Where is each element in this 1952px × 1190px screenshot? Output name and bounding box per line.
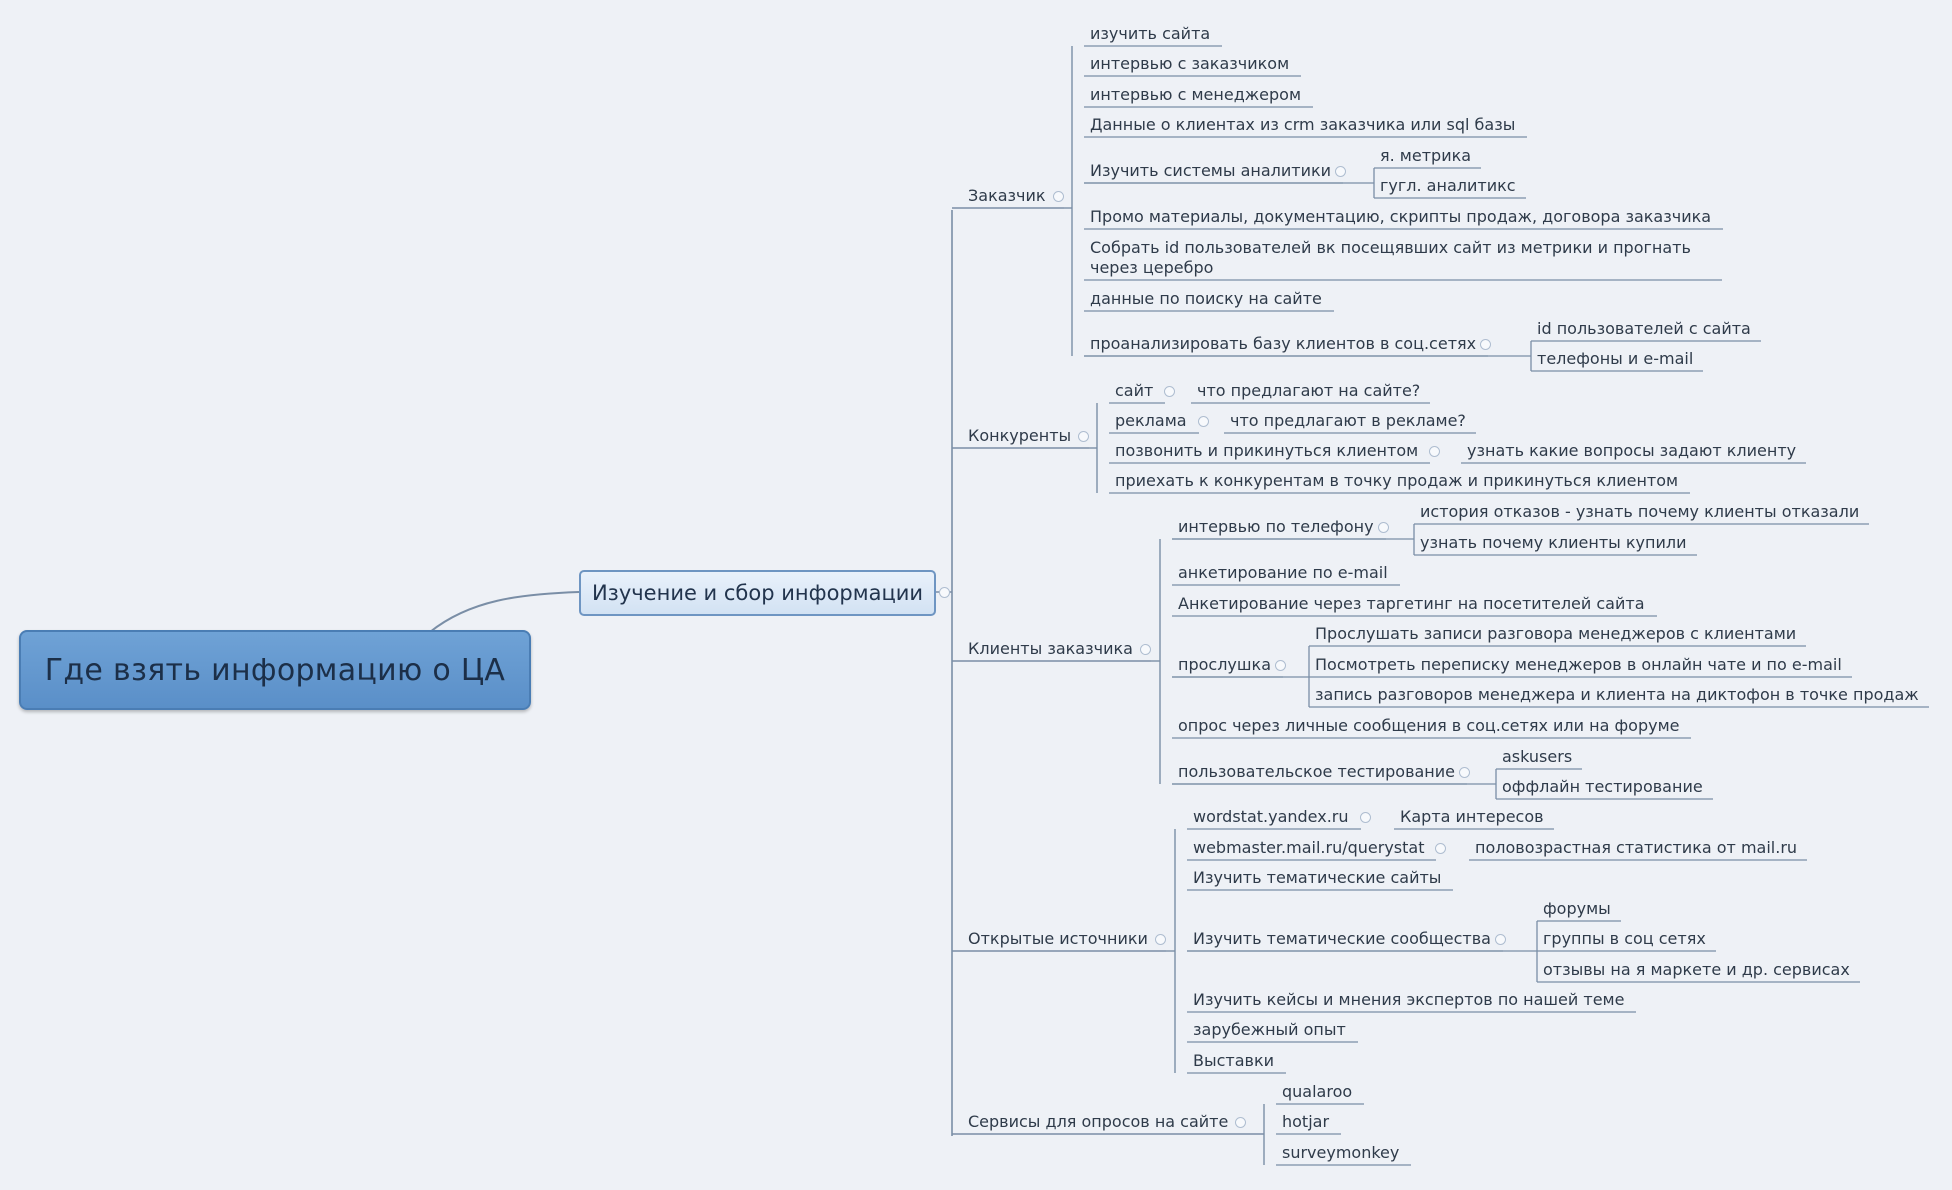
topic-thematic-sites[interactable]: Изучить тематические сайты — [1193, 868, 1442, 887]
collapse-toggle-icon[interactable] — [1429, 446, 1440, 457]
topic-webmaster-mail[interactable]: webmaster.mail.ru/querystat — [1193, 838, 1425, 857]
collapse-toggle-icon[interactable] — [1360, 812, 1371, 823]
branch-klienty[interactable]: Клиенты заказчика — [968, 639, 1133, 658]
topic-view-chat[interactable]: Посмотреть переписку менеджеров в онлайн… — [1315, 655, 1842, 674]
topic-hotjar[interactable]: hotjar — [1282, 1112, 1330, 1131]
topic-qualaroo[interactable]: qualaroo — [1282, 1082, 1353, 1101]
branch-zakazchik[interactable]: Заказчик — [968, 186, 1046, 205]
topic-forums[interactable]: форумы — [1543, 899, 1611, 918]
central-link — [429, 591, 580, 633]
topic-promo-materials[interactable]: Промо материалы, документацию, скрипты п… — [1090, 207, 1712, 226]
collapse-toggle-icon[interactable] — [1480, 339, 1491, 350]
topic-market-reviews[interactable]: отзывы на я маркете и др. сервисах — [1543, 960, 1850, 979]
collapse-toggle-icon[interactable] — [1155, 934, 1166, 945]
branch-otkrytye[interactable]: Открытые источники — [968, 929, 1148, 948]
collapse-toggle-icon[interactable] — [1495, 934, 1506, 945]
main-topic[interactable]: Изучение и сбор информации — [579, 570, 936, 616]
topic-surveymonkey[interactable]: surveymonkey — [1282, 1143, 1400, 1162]
topic-client-interview[interactable]: интервью с заказчиком — [1090, 54, 1290, 73]
collapse-toggle-icon[interactable] — [1164, 386, 1175, 397]
topic-age-gender-stats[interactable]: половозрастная статистика от mail.ru — [1475, 838, 1798, 857]
topic-crm-data[interactable]: Данные о клиентах из crm заказчика или s… — [1090, 115, 1516, 134]
topic-user-testing[interactable]: пользовательское тестирование — [1178, 762, 1455, 781]
central-topic[interactable]: Где взять информацию о ЦА — [19, 630, 531, 710]
topic-visit-point-of-sale[interactable]: приехать к конкурентам в точку продаж и … — [1115, 471, 1679, 490]
collapse-toggle-icon[interactable] — [1435, 843, 1446, 854]
topic-social-groups[interactable]: группы в соц сетях — [1543, 929, 1706, 948]
topic-manager-interview[interactable]: интервью с менеджером — [1090, 85, 1302, 104]
topic-askusers[interactable]: askusers — [1502, 747, 1573, 766]
topic-collect-vk-ids[interactable]: Собрать id пользователей вк посещявших с… — [1090, 238, 1691, 277]
collapse-toggle-icon[interactable] — [1235, 1117, 1246, 1128]
topic-competitor-site[interactable]: сайт — [1115, 381, 1154, 400]
topic-listening[interactable]: прослушка — [1178, 655, 1272, 674]
topic-call-as-client[interactable]: позвонить и прикинуться клиентом — [1115, 441, 1419, 460]
topic-offline-testing[interactable]: оффлайн тестирование — [1502, 777, 1703, 796]
topic-expert-cases[interactable]: Изучить кейсы и мнения экспертов по наше… — [1193, 990, 1625, 1009]
topic-yandex-metrika[interactable]: я. метрика — [1380, 146, 1472, 165]
topic-site-offers[interactable]: что предлагают на сайте? — [1197, 381, 1421, 400]
topic-site-search-data[interactable]: данные по поиску на сайте — [1090, 289, 1322, 308]
topic-dictaphone-recording[interactable]: запись разговоров менеджера и клиента на… — [1315, 685, 1919, 704]
collapse-toggle-icon[interactable] — [1335, 166, 1346, 177]
topic-listen-recordings[interactable]: Прослушать записи разговора менеджеров с… — [1315, 624, 1797, 643]
topic-analyze-social-base[interactable]: проанализировать базу клиентов в соц.сет… — [1090, 334, 1477, 353]
topic-social-dm-survey[interactable]: опрос через личные сообщения в соц.сетях… — [1178, 716, 1680, 735]
topic-google-analytics[interactable]: гугл. аналитикс — [1380, 176, 1516, 195]
branch-servisy[interactable]: Сервисы для опросов на сайте — [968, 1112, 1229, 1131]
collapse-toggle-icon[interactable] — [1459, 767, 1470, 778]
topic-ad-offers[interactable]: что предлагают в рекламе? — [1230, 411, 1466, 430]
topic-foreign-experience[interactable]: зарубежный опыт — [1193, 1020, 1346, 1039]
topic-refusal-history[interactable]: история отказов - узнать почему клиенты … — [1420, 502, 1860, 521]
collapse-toggle-icon[interactable] — [1275, 660, 1286, 671]
collapse-toggle-icon[interactable] — [1378, 522, 1389, 533]
topic-why-bought[interactable]: узнать почему клиенты купили — [1420, 533, 1687, 552]
topic-analytics-systems[interactable]: Изучить системы аналитики — [1090, 161, 1332, 180]
topic-wordstat[interactable]: wordstat.yandex.ru — [1193, 807, 1349, 826]
topic-email-survey[interactable]: анкетирование по e-mail — [1178, 563, 1388, 582]
topic-thematic-communities[interactable]: Изучить тематические сообщества — [1193, 929, 1491, 948]
topic-interest-map[interactable]: Карта интересов — [1400, 807, 1544, 826]
topic-targeting-survey[interactable]: Анкетирование через таргетинг на посетит… — [1178, 594, 1645, 613]
topic-exhibitions[interactable]: Выставки — [1193, 1051, 1275, 1070]
topic-user-ids-from-site[interactable]: id пользователей с сайта — [1537, 319, 1751, 338]
topic-study-site[interactable]: изучить сайта — [1090, 24, 1211, 43]
topic-questions-asked[interactable]: узнать какие вопросы задают клиенту — [1467, 441, 1797, 460]
topic-competitor-ads[interactable]: реклама — [1115, 411, 1187, 430]
collapse-toggle-icon[interactable] — [1053, 191, 1064, 202]
collapse-toggle-icon[interactable] — [1198, 416, 1209, 427]
branch-konkurenty[interactable]: Конкуренты — [968, 426, 1072, 445]
topic-phone-interview[interactable]: интервью по телефону — [1178, 517, 1374, 536]
collapse-toggle-icon[interactable] — [1078, 431, 1089, 442]
topic-phones-email[interactable]: телефоны и e-mail — [1537, 349, 1694, 368]
collapse-toggle-icon[interactable] — [1140, 644, 1151, 655]
collapse-toggle-icon[interactable] — [939, 587, 950, 598]
